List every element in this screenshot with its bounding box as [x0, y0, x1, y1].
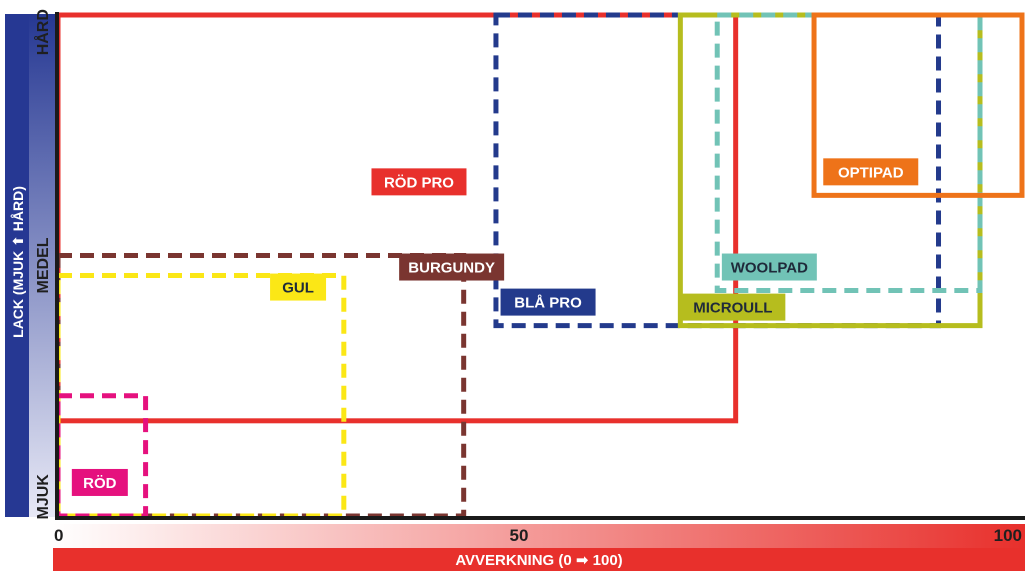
range-box-optipad: [811, 12, 1025, 198]
x-axis-band: [53, 548, 1025, 571]
range-box-rod: [55, 393, 149, 519]
range-boxes: [55, 12, 1025, 519]
label-woolpad: WOOLPAD: [731, 260, 808, 277]
label-bg-rod: [71, 468, 128, 496]
x-tick-0: 0: [54, 526, 63, 545]
label-gul: GUL: [282, 280, 314, 297]
label-bg-gul: [270, 273, 327, 301]
label-rod: RÖD: [83, 475, 117, 492]
label-bg-burgundy: [399, 253, 505, 281]
label-rod-pro: RÖD PRO: [384, 174, 454, 191]
y-tick-mjuk: MJUK: [35, 474, 52, 520]
x-axis-gradient: [53, 524, 1025, 548]
label-bg-woolpad: [721, 253, 817, 281]
label-bg-optipad: [823, 158, 919, 186]
y-tick-labels: MJUK MEDEL HÅRD: [33, 9, 52, 519]
label-bg-rod-pro: [371, 168, 467, 196]
label-bg-bla-pro: [500, 288, 596, 316]
range-labels: RÖD PRO BURGUNDY GUL RÖD BLÅ PRO MICROULL WOOL…: [71, 158, 919, 496]
x-tick-labels: 0 50 100: [54, 526, 1022, 545]
y-axis-gradient: [29, 14, 55, 517]
x-tick-50: 50: [510, 526, 529, 545]
label-optipad: OPTIPAD: [838, 164, 904, 181]
y-axis-band: [5, 14, 29, 517]
label-burgundy: BURGUNDY: [408, 260, 495, 277]
label-bla-pro: BLÅ PRO: [514, 295, 582, 312]
y-tick-medel: MEDEL: [35, 237, 52, 293]
range-box-woolpad: [714, 12, 983, 294]
label-microull: MICROULL: [693, 300, 772, 317]
y-tick-hard: HÅRD: [33, 9, 52, 55]
x-axis-title: AVVERKNING (0 ➡ 100): [455, 552, 622, 569]
label-bg-microull: [680, 293, 786, 321]
y-axis-title: LACK (MJUK ⬆ HÅRD): [10, 186, 26, 338]
range-box-rod-pro: [55, 12, 739, 424]
x-tick-100: 100: [994, 526, 1022, 545]
